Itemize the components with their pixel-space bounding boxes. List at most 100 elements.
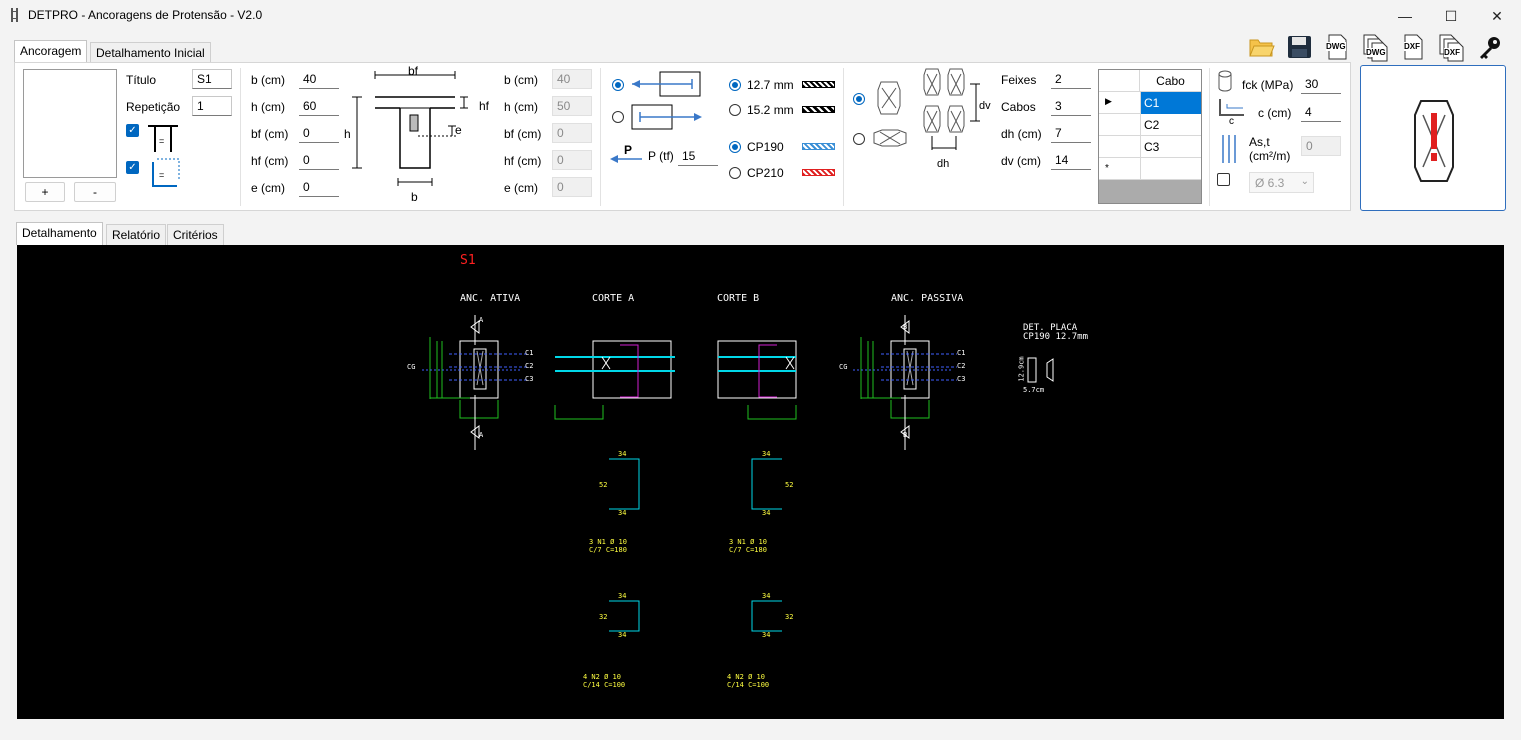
repeticao-label: Repetição: [126, 100, 181, 114]
dxf-label: DXF: [1404, 42, 1420, 51]
strand-127-swatch: [802, 81, 835, 88]
close-button[interactable]: ✕: [1491, 7, 1503, 24]
stirrup-dim-bottom: 34: [762, 509, 771, 517]
b-label: b (cm): [251, 73, 285, 87]
grid-cell[interactable]: C2: [1140, 114, 1201, 136]
table-row[interactable]: C2: [1099, 114, 1201, 136]
det-placa-title: DET. PLACA: [1023, 323, 1078, 333]
stirrup-dim-side: 52: [599, 481, 608, 489]
section-mark-b: B: [903, 323, 908, 331]
export-dwg-batch-icon[interactable]: DWG: [1362, 34, 1390, 62]
anchor-horizontal-radio[interactable]: [853, 133, 865, 145]
tab-ancoragem[interactable]: Ancoragem: [14, 40, 88, 63]
active-right-diagram-icon: [631, 104, 702, 130]
export-dwg-icon[interactable]: DWG: [1325, 34, 1349, 60]
anchor-horizontal-icon: [873, 129, 907, 147]
cable-c3-label: C3: [957, 375, 966, 383]
steel-cp190-radio[interactable]: [729, 141, 741, 153]
grid-header-row: Cabo: [1099, 70, 1201, 92]
corte-b-view: [717, 340, 797, 420]
e-label: e (cm): [251, 181, 285, 195]
add-section-button[interactable]: +: [25, 182, 65, 202]
save-icon[interactable]: [1287, 35, 1313, 59]
dwg-batch-label: DWG: [1366, 48, 1386, 57]
anc-ativa-view: [422, 315, 527, 450]
dh-input[interactable]: [1051, 123, 1091, 143]
window-title: DETPRO - Ancoragens de Protensão - V2.0: [28, 8, 263, 22]
grid-cell[interactable]: C3: [1140, 136, 1201, 158]
tab-detalhamento[interactable]: Detalhamento: [16, 222, 103, 245]
grid-cell-empty[interactable]: [1140, 158, 1201, 180]
table-new-row[interactable]: *: [1099, 158, 1201, 180]
transverse-bars-icon: [1222, 135, 1236, 163]
option-checkbox-2[interactable]: ✓: [126, 161, 139, 174]
force-input[interactable]: [678, 146, 718, 166]
maximize-button[interactable]: ☐: [1444, 7, 1458, 24]
cabos-label: Cabos: [1001, 100, 1036, 114]
section-mark-a: A: [479, 431, 484, 439]
h-input[interactable]: [299, 96, 339, 116]
minimize-button[interactable]: —: [1398, 8, 1412, 24]
ast-input: [1301, 136, 1341, 156]
remove-section-button[interactable]: -: [74, 182, 116, 202]
c-label: c (cm): [1258, 106, 1292, 120]
h2-input: [552, 96, 592, 116]
table-row[interactable]: ▶ C1: [1099, 92, 1201, 114]
cabos-input[interactable]: [1051, 96, 1091, 116]
export-dxf-batch-icon[interactable]: DXF: [1438, 34, 1466, 62]
dxf-batch-label: DXF: [1444, 48, 1460, 57]
direction-right-radio[interactable]: [612, 111, 624, 123]
end-anchor-icon: =: [148, 125, 178, 152]
section-mark-a: A: [479, 316, 484, 324]
stirrup-dim-bottom: 34: [618, 509, 627, 517]
table-row[interactable]: C3: [1099, 136, 1201, 158]
anchor-vertical-radio[interactable]: [853, 93, 865, 105]
diameter-152-radio[interactable]: [729, 104, 741, 116]
feixes-label: Feixes: [1001, 73, 1037, 87]
drawing-canvas[interactable]: S1 ANC. ATIVA CORTE A CORTE B ANC. PASSI…: [17, 245, 1504, 719]
folder-open-icon[interactable]: [1249, 36, 1275, 58]
repeticao-input[interactable]: [192, 96, 232, 116]
dv-input[interactable]: [1051, 150, 1091, 170]
anchor-vertical-icon: [877, 81, 901, 115]
ast-label: As,t: [1249, 135, 1270, 149]
fck-input[interactable]: [1301, 74, 1341, 94]
concrete-cylinder-icon: [1218, 70, 1232, 92]
anc-ativa-title: ANC. ATIVA: [460, 293, 521, 304]
steel-cp210-radio[interactable]: [729, 167, 741, 179]
corte-b-title: CORTE B: [717, 293, 760, 304]
cable-c2-label: C2: [957, 362, 966, 370]
grid-cell[interactable]: C1: [1140, 92, 1201, 114]
cable-c3-label: C3: [525, 375, 534, 383]
e2-label: e (cm): [504, 181, 538, 195]
bf-input[interactable]: [299, 123, 339, 143]
section-list[interactable]: [23, 69, 117, 178]
c-input[interactable]: [1301, 102, 1341, 122]
hf-input[interactable]: [299, 150, 339, 170]
force-arrow-icon: [610, 155, 642, 163]
export-dxf-icon[interactable]: DXF: [1401, 34, 1425, 60]
chevron-down-icon: ⌄: [1300, 176, 1309, 187]
bar-diameter-checkbox[interactable]: [1217, 173, 1230, 186]
tab-criterios[interactable]: Critérios: [167, 224, 224, 245]
stirrup-n1-a: [609, 458, 640, 510]
e-input[interactable]: [299, 177, 339, 197]
titulo-input[interactable]: [192, 69, 232, 89]
option-checkbox-1[interactable]: ✓: [126, 124, 139, 137]
bf-label: bf (cm): [251, 127, 289, 141]
tab-relatorio[interactable]: Relatório: [106, 224, 167, 245]
direction-left-radio[interactable]: [612, 79, 624, 91]
hf2-label: hf (cm): [504, 154, 542, 168]
tab-detalhamento-inicial[interactable]: Detalhamento Inicial: [90, 42, 211, 63]
diameter-127-radio[interactable]: [729, 79, 741, 91]
cp210-swatch: [802, 169, 835, 176]
strand-152-swatch: [802, 106, 835, 113]
cable-c1-label: C1: [525, 349, 534, 357]
cable-c1-label: C1: [957, 349, 966, 357]
key-icon[interactable]: [1478, 35, 1502, 59]
stirrup-dim-bottom: 34: [618, 631, 627, 639]
cable-grid[interactable]: Cabo ▶ C1 C2 C3 *: [1098, 69, 1202, 204]
b-input[interactable]: [299, 69, 339, 89]
callout-n1-b: 3 N1 Ø 10 C/7 C=180: [729, 538, 767, 554]
feixes-input[interactable]: [1051, 69, 1091, 89]
